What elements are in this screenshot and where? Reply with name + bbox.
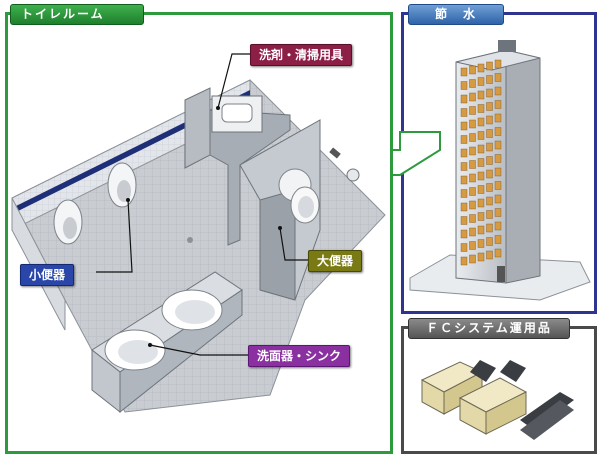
building-window [494,208,502,217]
building-window [477,239,485,248]
building-window [469,119,476,129]
building-illustration [409,40,591,301]
toilet-room-tab[interactable]: トイレルーム [10,4,144,25]
building-window [469,65,476,75]
building-window [469,241,476,250]
building-window [477,131,485,140]
building-window [477,158,485,167]
building-window [486,169,493,179]
building-window [469,173,476,183]
building-window [477,63,485,73]
building-window [494,73,502,82]
building-window [469,187,476,196]
building-window [494,100,502,109]
building-window [477,104,485,113]
building-window [460,162,468,171]
building-window [494,127,502,136]
building-window [486,196,493,206]
building-window [477,252,485,262]
washbasin-sink-label[interactable]: 洗面器・シンク [248,345,351,367]
building-window [486,115,493,125]
building-window [460,108,468,117]
building-window [494,181,502,190]
building-window [494,235,502,244]
building-window [469,200,476,210]
building-window [477,185,485,194]
urinal-label[interactable]: 小便器 [20,264,75,286]
building-window [477,198,485,208]
building-window [469,214,476,223]
building-window [469,227,476,237]
building-window [460,243,468,252]
building-window [494,194,502,204]
building-window [477,144,485,154]
building-window [486,75,493,84]
building-window [460,94,468,104]
building-window [477,225,485,235]
urinal-1 [53,199,83,245]
building-window [494,140,502,150]
building-window [469,133,476,142]
building-window [486,102,493,111]
panel-connector [393,131,441,176]
fc-system-tab[interactable]: ＦＣシステム運用品 [408,318,570,339]
building-window [486,223,493,233]
building-window [486,210,493,219]
building-window [494,113,502,123]
building-window [477,90,485,100]
building-window [494,86,502,96]
building-window [469,160,476,169]
building-window [494,167,502,177]
water-saving-tab[interactable]: 節 水 [408,4,504,25]
building-window [460,202,468,212]
building-window [469,92,476,102]
leader-lines [96,53,308,356]
building-window [477,212,485,221]
building-window [477,77,485,86]
building-window [477,171,485,181]
building-window [469,79,476,88]
building-window [460,216,468,225]
building-window [486,183,493,192]
washbasin-1 [104,329,166,371]
building-window [486,61,493,71]
building-window [486,129,493,138]
building-window [469,106,476,115]
building-window [469,146,476,156]
building-window [460,229,468,239]
urinal-2 [107,162,137,208]
building-window [460,148,468,158]
building-window [460,189,468,198]
building-window [494,248,502,258]
building-window [469,254,476,264]
building-window [460,135,468,144]
building-window [494,221,502,231]
toilet-label[interactable]: 大便器 [308,250,363,272]
building-window [460,256,468,266]
building-window [486,250,493,260]
building-window [494,59,502,69]
office-furniture-illustration [420,360,574,440]
building-window [486,237,493,246]
western-toilet [278,168,320,224]
building-window [460,81,468,90]
detergent-cleaning-label[interactable]: 洗剤・清掃用具 [250,44,353,66]
building-window [494,154,502,163]
restroom-illustration [11,79,386,414]
building-window [460,175,468,185]
building-window [486,142,493,152]
building-window [460,67,468,77]
washbasin-2 [161,289,223,331]
building-window [460,121,468,131]
building-window [486,88,493,98]
building-window [477,117,485,127]
building-window [486,156,493,165]
toilet-room-panel [5,12,393,454]
